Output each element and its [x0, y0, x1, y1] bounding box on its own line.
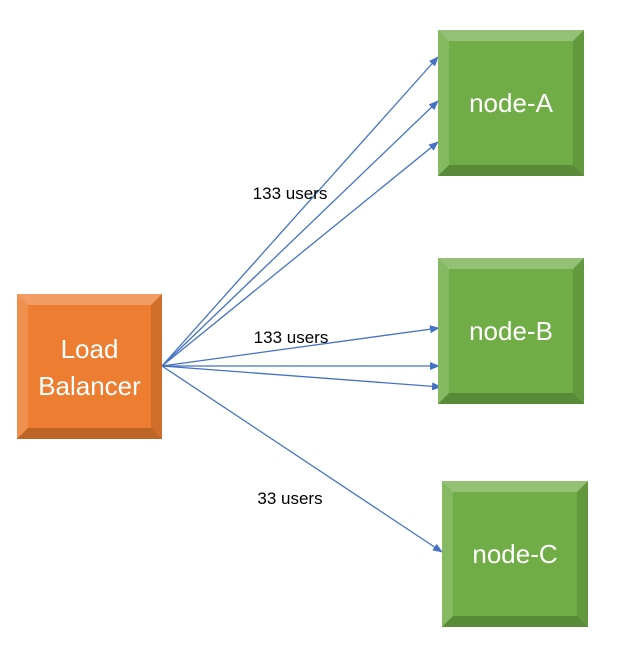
arrow-to-b: [161, 325, 440, 367]
arrow-to-a: [161, 56, 439, 367]
node-label-b: node-B: [469, 316, 553, 346]
node-box-b: node-B: [438, 258, 584, 404]
node-box-a: node-A: [438, 30, 584, 176]
edge-label-a: 133 users: [253, 184, 328, 203]
edge-label-b: 133 users: [254, 328, 329, 347]
node-label-c: node-C: [472, 539, 557, 569]
load-balancer-label-line-1: Load: [61, 334, 119, 364]
node-label-a: node-A: [469, 88, 553, 118]
edge-group-b: 133 users: [161, 325, 442, 391]
node-box-c: node-C: [442, 481, 588, 627]
edges-layer: 133 users 133 users 33 users: [161, 56, 443, 553]
edge-group-a: 133 users: [161, 56, 439, 367]
load-balancer-label-line-2: Balancer: [38, 371, 141, 401]
arrow-to-a: [161, 141, 439, 367]
edge-label-c: 33 users: [257, 489, 322, 508]
nodes-layer: node-A node-B node-C: [438, 30, 588, 627]
edge-group-c: 33 users: [161, 365, 443, 553]
load-balancer-box: Load Balancer: [17, 294, 162, 439]
arrow-to-c: [161, 365, 443, 553]
arrow-to-b: [161, 365, 442, 391]
arrow-to-a: [161, 100, 439, 367]
